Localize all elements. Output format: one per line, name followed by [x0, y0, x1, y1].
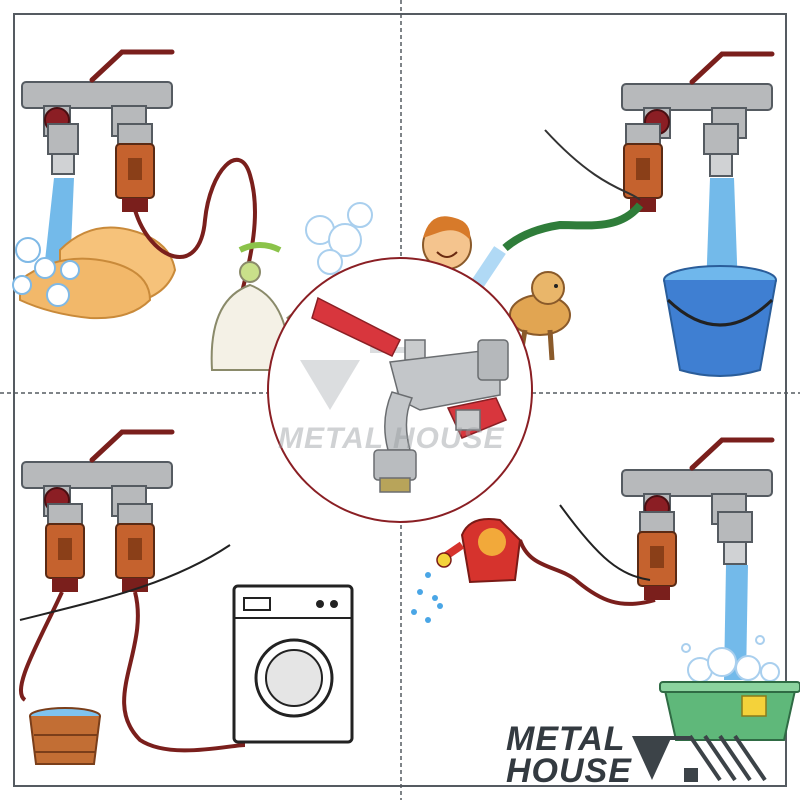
hose-coupling-icon — [623, 123, 663, 213]
brand-name-line2: HOUSE — [506, 752, 632, 790]
tap-outlet-icon — [47, 123, 79, 175]
hose-outline — [544, 129, 641, 201]
boy-with-hose-icon — [422, 216, 472, 270]
hose-icon — [502, 202, 644, 252]
scene-washing-machine — [19, 432, 354, 765]
hose-coupling-icon — [637, 511, 677, 601]
hose-icon — [133, 158, 257, 301]
bucket-icon — [663, 265, 777, 377]
scene-hand-washing — [12, 52, 373, 371]
outer-frame — [13, 13, 787, 787]
green-tub-icon — [659, 635, 800, 741]
brand-logo-icon — [632, 734, 767, 782]
product-double-tap-icon — [311, 296, 509, 493]
hose-coupling-icon — [45, 503, 85, 593]
hose-icon — [19, 591, 64, 702]
tap-outlet-icon — [703, 123, 739, 177]
hand-washing-icon — [12, 226, 177, 320]
wooden-tub-icon — [29, 707, 101, 765]
tap-outlet-icon — [717, 511, 753, 565]
hose-outline — [559, 504, 651, 581]
hose-icon — [518, 539, 656, 606]
watering-can-icon — [411, 518, 522, 623]
brand-name-line1: METAL — [506, 720, 626, 758]
hose-coupling-icon — [115, 503, 155, 593]
hose-icon — [122, 591, 246, 753]
product-photo — [267, 257, 533, 523]
water-stream-icon — [706, 178, 738, 290]
washing-machine-icon — [232, 584, 354, 744]
hose-outline — [19, 544, 231, 621]
scene-watering-can — [411, 440, 800, 741]
hose-coupling-icon — [115, 123, 155, 213]
watermark-text: METAL HOUSE — [278, 422, 505, 455]
